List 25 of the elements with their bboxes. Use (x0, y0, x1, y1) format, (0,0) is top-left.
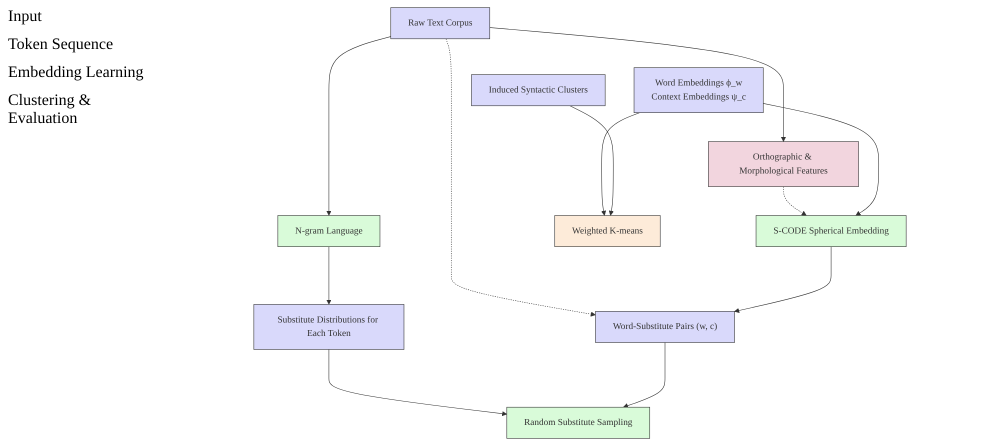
note-label: Token Sequence (8, 36, 114, 54)
arrow (762, 103, 880, 216)
arrow (446, 38, 596, 317)
node-box: N-gram Language (278, 215, 380, 247)
note-label: Clustering & Evaluation (8, 92, 92, 128)
node-box: Random Substitute Sampling (506, 406, 650, 439)
node-box: Weighted K-means (554, 215, 660, 247)
arrow (783, 186, 807, 216)
node-box: Substitute Distributions for Each Token (254, 304, 404, 350)
arrow (328, 349, 508, 416)
note-label: Embedding Learning (8, 64, 145, 82)
node-box: Orthographic & Morphological Features (708, 141, 859, 187)
arrow (623, 342, 666, 408)
arrow (601, 112, 640, 216)
arrow (734, 246, 832, 313)
node-box: Word-Substitute Pairs (w, c) (595, 311, 735, 343)
node-box: S-CODE Spherical Embedding (756, 215, 906, 247)
note-label: Input (8, 8, 43, 26)
arrow (326, 36, 392, 216)
node-box: Word Embeddings ϕ_w Context Embeddings ψ_c (634, 67, 764, 113)
arrow (570, 106, 614, 216)
arrow (326, 246, 332, 305)
node-box: Raw Text Corpus (390, 7, 490, 40)
arrow (489, 27, 786, 142)
node-box: Induced Syntactic Clusters (471, 74, 606, 106)
